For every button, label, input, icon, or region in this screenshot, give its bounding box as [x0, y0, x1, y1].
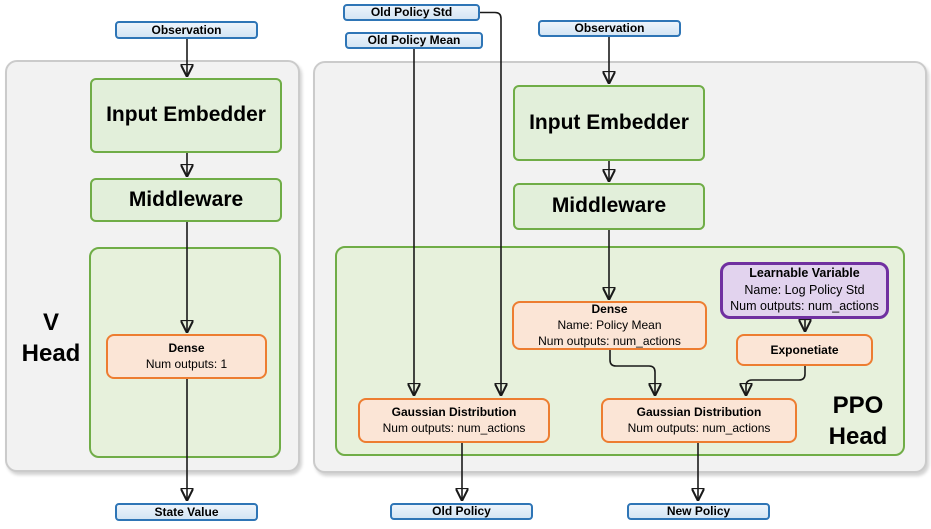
input-embedder-right-node: Input Embedder — [513, 85, 705, 161]
v-head-label-line1: V — [42, 309, 59, 336]
ppo-head-label: PPO Head — [808, 390, 908, 452]
v-head-label-line2: Head — [21, 340, 81, 368]
gaussian-new-title: Gaussian Distribution — [636, 405, 762, 419]
ppo-head-label-line2: Head — [828, 423, 888, 451]
learnable-variable-node: Learnable Variable Name: Log Policy Std … — [720, 262, 889, 319]
learnable-variable-line1: Name: Log Policy Std — [744, 282, 865, 297]
dense-v-line1: Num outputs: 1 — [145, 357, 228, 371]
dense-policy-mean-line1: Name: Policy Mean — [557, 318, 662, 332]
input-embedder-left-label: Input Embedder — [106, 103, 266, 127]
dense-v-title: Dense — [168, 341, 205, 355]
new-policy-node: New Policy — [627, 503, 770, 520]
gaussian-distribution-old-node: Gaussian Distribution Num outputs: num_a… — [358, 398, 550, 443]
dense-policy-mean-title: Dense — [591, 302, 628, 316]
observation-right-label: Observation — [574, 21, 645, 35]
old-policy-label: Old Policy — [432, 504, 491, 518]
old-policy-std-node: Old Policy Std — [343, 4, 480, 21]
state-value-node: State Value — [115, 503, 258, 521]
old-policy-mean-node: Old Policy Mean — [345, 32, 483, 49]
gaussian-distribution-new-node: Gaussian Distribution Num outputs: num_a… — [601, 398, 797, 443]
dense-policy-mean-node: Dense Name: Policy Mean Num outputs: num… — [512, 301, 707, 350]
gaussian-old-title: Gaussian Distribution — [391, 405, 517, 419]
exponetiate-label: Exponetiate — [770, 342, 839, 357]
old-policy-node: Old Policy — [390, 503, 533, 520]
old-policy-std-label: Old Policy Std — [370, 5, 453, 19]
exponetiate-node: Exponetiate — [736, 334, 873, 366]
gaussian-new-line1: Num outputs: num_actions — [627, 421, 771, 435]
learnable-variable-line2: Num outputs: num_actions — [730, 299, 879, 314]
input-embedder-left-node: Input Embedder — [90, 78, 282, 153]
dense-v-node: Dense Num outputs: 1 — [106, 334, 267, 379]
input-embedder-right-label: Input Embedder — [529, 110, 689, 134]
middleware-left-label: Middleware — [128, 187, 244, 211]
v-head-label: V Head — [10, 307, 92, 369]
observation-right-node: Observation — [538, 20, 681, 37]
learnable-variable-title: Learnable Variable — [749, 266, 860, 281]
state-value-label: State Value — [154, 504, 219, 519]
dense-policy-mean-line2: Num outputs: num_actions — [538, 334, 681, 348]
middleware-right-node: Middleware — [513, 183, 705, 230]
old-policy-mean-label: Old Policy Mean — [367, 33, 461, 47]
middleware-right-label: Middleware — [551, 194, 667, 218]
new-policy-label: New Policy — [666, 504, 731, 518]
ppo-head-label-line1: PPO — [832, 392, 884, 419]
observation-left-label: Observation — [151, 22, 222, 37]
observation-left-node: Observation — [115, 21, 258, 39]
gaussian-old-line1: Num outputs: num_actions — [382, 421, 526, 435]
middleware-left-node: Middleware — [90, 178, 282, 222]
